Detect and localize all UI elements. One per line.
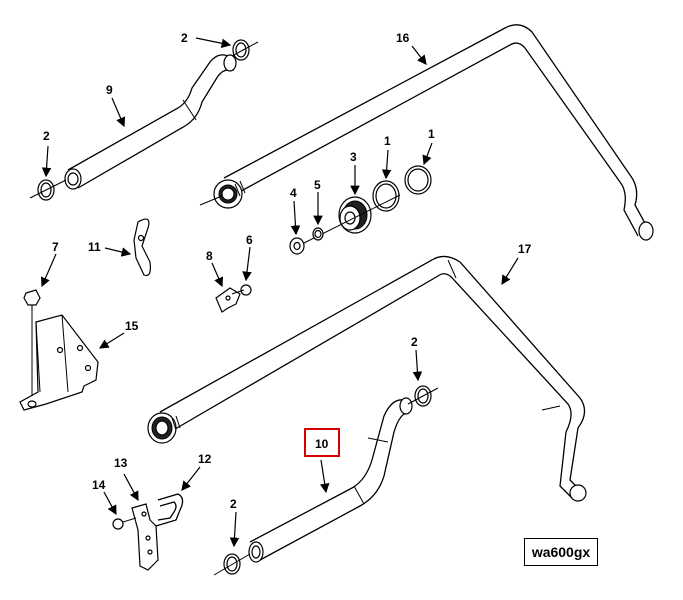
o-ring-2-right bbox=[407, 385, 439, 407]
callout-3: 3 bbox=[350, 150, 357, 164]
bracket-15 bbox=[19, 314, 99, 411]
o-ring-2-bottom bbox=[213, 553, 251, 576]
o-ring-1-b bbox=[404, 165, 432, 195]
bolt-7 bbox=[23, 289, 41, 400]
o-ring-2-top bbox=[231, 39, 259, 61]
callout-2-right: 2 bbox=[411, 335, 418, 349]
callout-10-highlight bbox=[304, 428, 340, 457]
nut-14 bbox=[112, 517, 137, 530]
pipe-9 bbox=[64, 54, 237, 190]
callout-17: 17 bbox=[518, 242, 532, 256]
clip-8 bbox=[215, 287, 241, 313]
callout-2-top: 2 bbox=[181, 31, 188, 45]
callout-2-left: 2 bbox=[43, 129, 50, 143]
callout-13: 13 bbox=[114, 456, 128, 470]
callout-1-a: 1 bbox=[384, 134, 391, 148]
callout-7: 7 bbox=[52, 240, 59, 254]
o-ring-2-left bbox=[29, 179, 67, 201]
callout-10: 10 bbox=[315, 437, 329, 451]
callout-6: 6 bbox=[246, 233, 253, 247]
figure-id-label: wa600gx bbox=[524, 538, 598, 566]
callout-15: 15 bbox=[125, 319, 139, 333]
callout-12: 12 bbox=[198, 452, 212, 466]
bracket-13 bbox=[131, 503, 159, 571]
leader-lines bbox=[40, 37, 519, 548]
pipe-17 bbox=[147, 255, 587, 502]
adapter-3 bbox=[299, 194, 401, 246]
callout-16: 16 bbox=[396, 31, 410, 45]
callout-2-bottom: 2 bbox=[230, 497, 237, 511]
callout-5: 5 bbox=[314, 178, 321, 192]
callout-9: 9 bbox=[106, 83, 113, 97]
u-bolt-12 bbox=[155, 493, 184, 527]
callout-14: 14 bbox=[92, 478, 106, 492]
clip-11 bbox=[133, 218, 151, 277]
plug-4 bbox=[289, 237, 305, 255]
pipe-16 bbox=[199, 24, 654, 241]
callout-1-b: 1 bbox=[428, 127, 435, 141]
callout-11: 11 bbox=[88, 240, 101, 254]
seal-5 bbox=[312, 227, 324, 241]
pipe-10 bbox=[248, 397, 413, 563]
callout-4: 4 bbox=[290, 186, 297, 200]
callout-8: 8 bbox=[206, 249, 213, 263]
bolt-6 bbox=[231, 284, 252, 296]
